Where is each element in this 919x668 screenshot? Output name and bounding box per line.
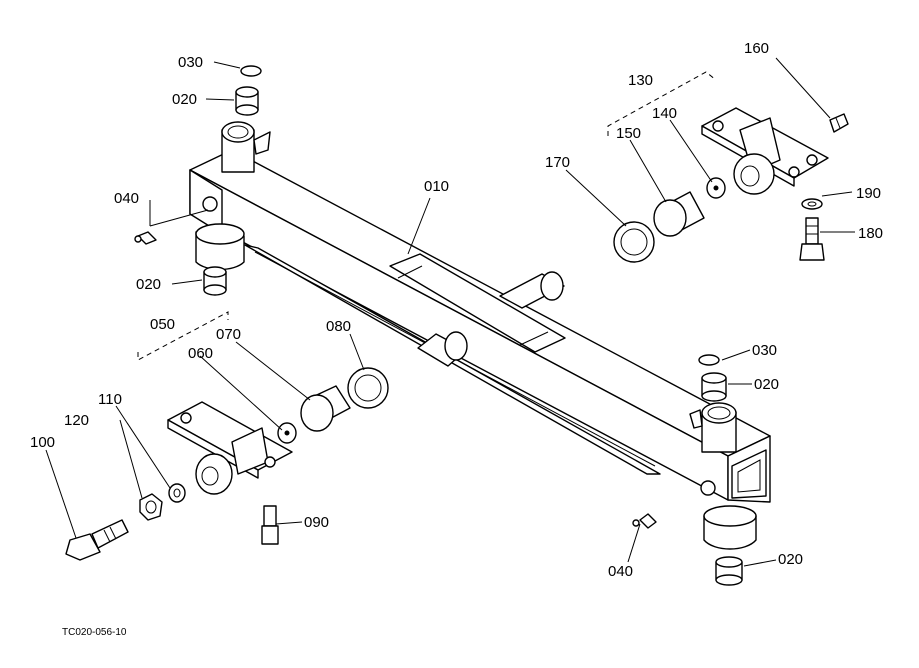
label-020-right: 020 bbox=[754, 376, 779, 393]
drawing-code: TC020-056-10 bbox=[62, 627, 127, 638]
grease-nipple-040-left bbox=[134, 231, 157, 245]
pivot-shaft-front bbox=[417, 331, 468, 367]
washer-140 bbox=[706, 177, 726, 199]
label-130: 130 bbox=[628, 72, 653, 89]
grease-fitting-160 bbox=[829, 113, 849, 133]
right-kingpin-boss bbox=[689, 402, 757, 550]
label-080: 080 bbox=[326, 318, 351, 335]
group-130-outline bbox=[607, 71, 717, 136]
washer-110 bbox=[168, 483, 186, 503]
label-030-top: 030 bbox=[178, 54, 203, 71]
washer-190 bbox=[801, 198, 823, 210]
label-020-top: 020 bbox=[172, 91, 197, 108]
bushing-080 bbox=[347, 367, 389, 409]
label-140: 140 bbox=[652, 105, 677, 122]
label-020-bottom: 020 bbox=[778, 551, 803, 568]
leader-lines bbox=[45, 57, 855, 567]
bushing-020-left bbox=[203, 266, 227, 296]
bushing-020-top bbox=[235, 86, 259, 116]
front-support-bracket bbox=[167, 401, 293, 495]
bushing-020-right bbox=[701, 372, 727, 402]
pivot-shaft-rear bbox=[499, 271, 565, 309]
washer-060 bbox=[277, 422, 297, 444]
label-170: 170 bbox=[545, 154, 570, 171]
o-ring-030-top bbox=[240, 65, 262, 77]
o-ring-030-right bbox=[698, 354, 720, 366]
bolt-100 bbox=[65, 519, 129, 561]
label-060: 060 bbox=[188, 345, 213, 362]
grease-fitting-090 bbox=[261, 505, 279, 545]
label-190: 190 bbox=[856, 185, 881, 202]
part-labels: 010 030 020 040 020 170 150 140 130 160 … bbox=[30, 40, 883, 580]
label-120: 120 bbox=[64, 412, 89, 429]
bushing-150 bbox=[653, 191, 705, 237]
bushing-170 bbox=[613, 221, 655, 263]
group-050-outline bbox=[137, 311, 229, 361]
rear-support-bracket bbox=[701, 107, 829, 195]
nut-120 bbox=[139, 493, 163, 521]
label-040-left: 040 bbox=[114, 190, 139, 207]
bushing-070 bbox=[300, 385, 351, 432]
label-160: 160 bbox=[744, 40, 769, 57]
label-010: 010 bbox=[424, 178, 449, 195]
bolt-180 bbox=[799, 217, 825, 261]
bushing-020-bottom bbox=[715, 556, 743, 586]
label-100: 100 bbox=[30, 434, 55, 451]
label-150: 150 bbox=[616, 125, 641, 142]
grease-nipple-040-right bbox=[632, 513, 657, 529]
label-090: 090 bbox=[304, 514, 329, 531]
label-110: 110 bbox=[98, 391, 122, 408]
label-030-right: 030 bbox=[752, 342, 777, 359]
left-kingpin-boss bbox=[195, 121, 271, 271]
label-070: 070 bbox=[216, 326, 241, 343]
label-050: 050 bbox=[150, 316, 175, 333]
label-020-left: 020 bbox=[136, 276, 161, 293]
label-180: 180 bbox=[858, 225, 883, 242]
label-040-right: 040 bbox=[608, 563, 633, 580]
